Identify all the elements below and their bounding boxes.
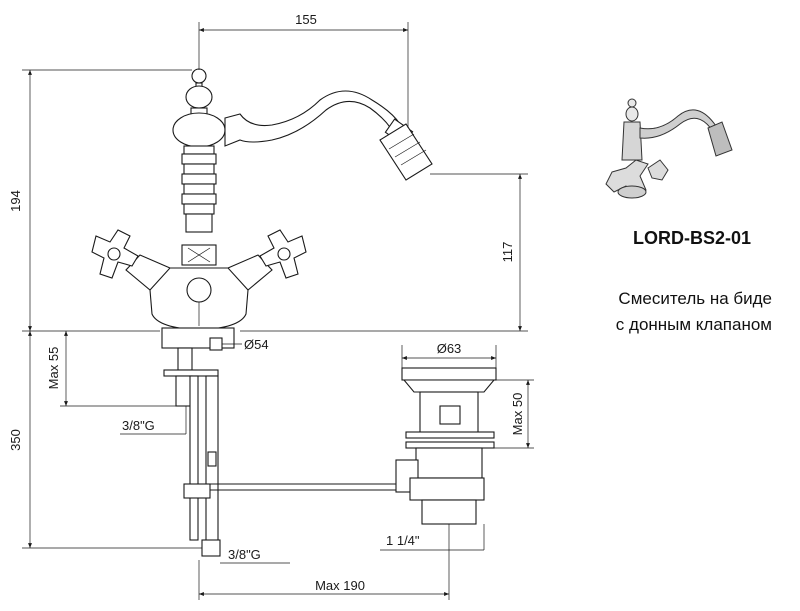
dim-connection-bottom: 3/8"G <box>228 547 261 562</box>
faucet-body <box>91 68 433 557</box>
drain-assembly <box>395 367 497 525</box>
dim-spout-height: 117 <box>500 242 515 263</box>
dim-drain-thread: 1 1/4" <box>386 533 420 548</box>
dim-base-diameter: Ø54 <box>244 337 269 352</box>
dimension-lines <box>22 22 534 600</box>
dim-total-height: 194 <box>8 190 23 212</box>
product-description: Смеситель на биде с донным клапаном <box>540 286 772 338</box>
dim-spout-reach: 155 <box>295 12 317 27</box>
description-line-1: Смеситель на биде <box>618 289 772 308</box>
dim-rod-max-length: Max 190 <box>315 578 365 593</box>
dim-hose-length: 350 <box>8 429 23 451</box>
product-model: LORD-BS2-01 <box>632 228 752 248</box>
dim-connection-top: 3/8"G <box>122 418 155 433</box>
description-line-2: с донным клапаном <box>615 315 772 334</box>
dim-drain-max-height: Max 50 <box>510 393 525 436</box>
product-thumbnail <box>605 98 733 199</box>
dim-drain-diameter: Ø63 <box>437 341 462 356</box>
dim-max-thickness: Max 55 <box>46 347 61 390</box>
